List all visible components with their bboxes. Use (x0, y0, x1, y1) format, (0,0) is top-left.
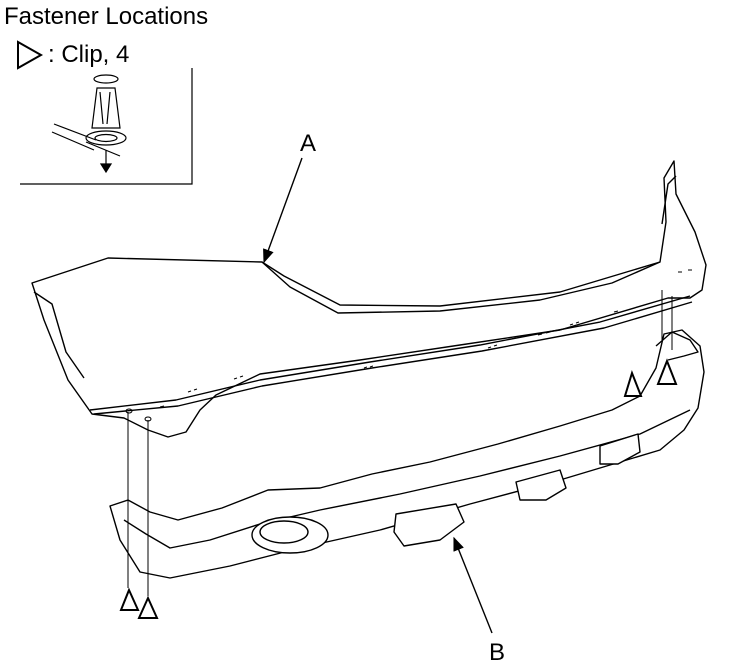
bumper-surface-marks (159, 269, 692, 408)
upper-bumper-cover (31, 160, 707, 438)
clip-icon (51, 74, 127, 174)
clip-marker-3 (623, 369, 643, 397)
clip-marker-4 (656, 358, 678, 385)
legend-text: : Clip, 4 (48, 41, 130, 68)
label-b: B (489, 639, 506, 666)
clip-detail-inset (20, 68, 193, 185)
clip-guide-lines (125, 290, 673, 596)
leader-arrow-a (263, 157, 303, 264)
clip-triangle-icon (17, 40, 44, 70)
leader-arrow-b (453, 536, 493, 634)
clip-markers (119, 358, 678, 619)
diagram-title: Fastener Locations (4, 3, 209, 30)
lower-bumper-lip (109, 329, 705, 579)
clip-marker-2 (137, 595, 159, 619)
clip-marker-1 (119, 587, 140, 611)
label-a: A (300, 130, 317, 157)
legend: : Clip, 4 (14, 40, 130, 70)
